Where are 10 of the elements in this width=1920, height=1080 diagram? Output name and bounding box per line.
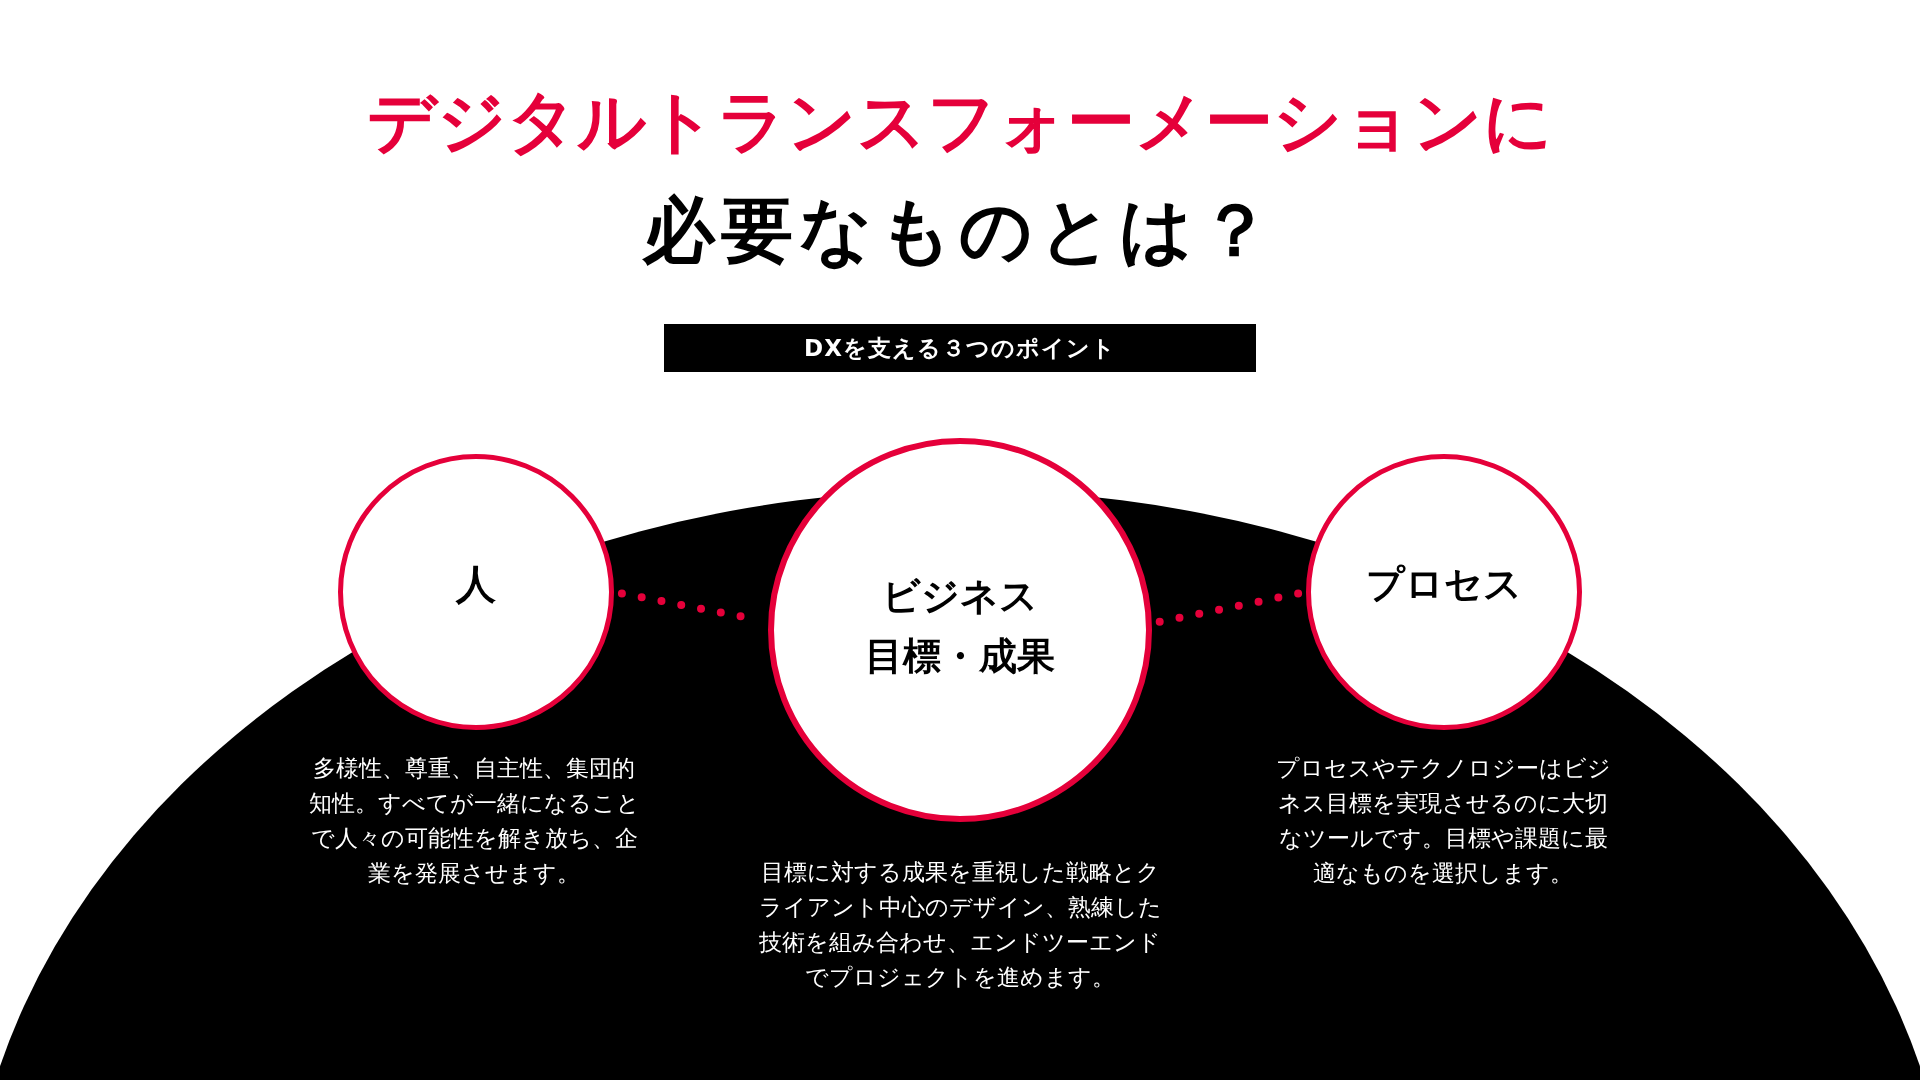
description-text: 多様性、尊重、自主性、集団的知性。すべてが一緒になることで人々の可能性を解き放ち、企業を発展させます。 (307, 754, 641, 888)
description-text: 目標に対する成果を重視した戦略とクライアント中心のデザイン、熟練した技術を組み合わせ、エンドツーエンドでプロジェクトを進めます。 (757, 858, 1163, 992)
node-label: ビジネス目標・成果 (865, 573, 1055, 680)
title: デジタルトランスフォーメーションに必要なものとは？ (367, 81, 1553, 274)
node-label: 人 (456, 560, 496, 609)
node-label: DXを支える３つのポイント (804, 334, 1116, 363)
node-label: プロセス (1366, 561, 1522, 608)
description-text: プロセスやテクノロジーはビジネス目標を実現させるのに大切なツールです。目標や課題に最適なものを選択します。 (1274, 754, 1612, 888)
dotted-connector (1155, 589, 1303, 626)
heading-band (664, 324, 1256, 372)
